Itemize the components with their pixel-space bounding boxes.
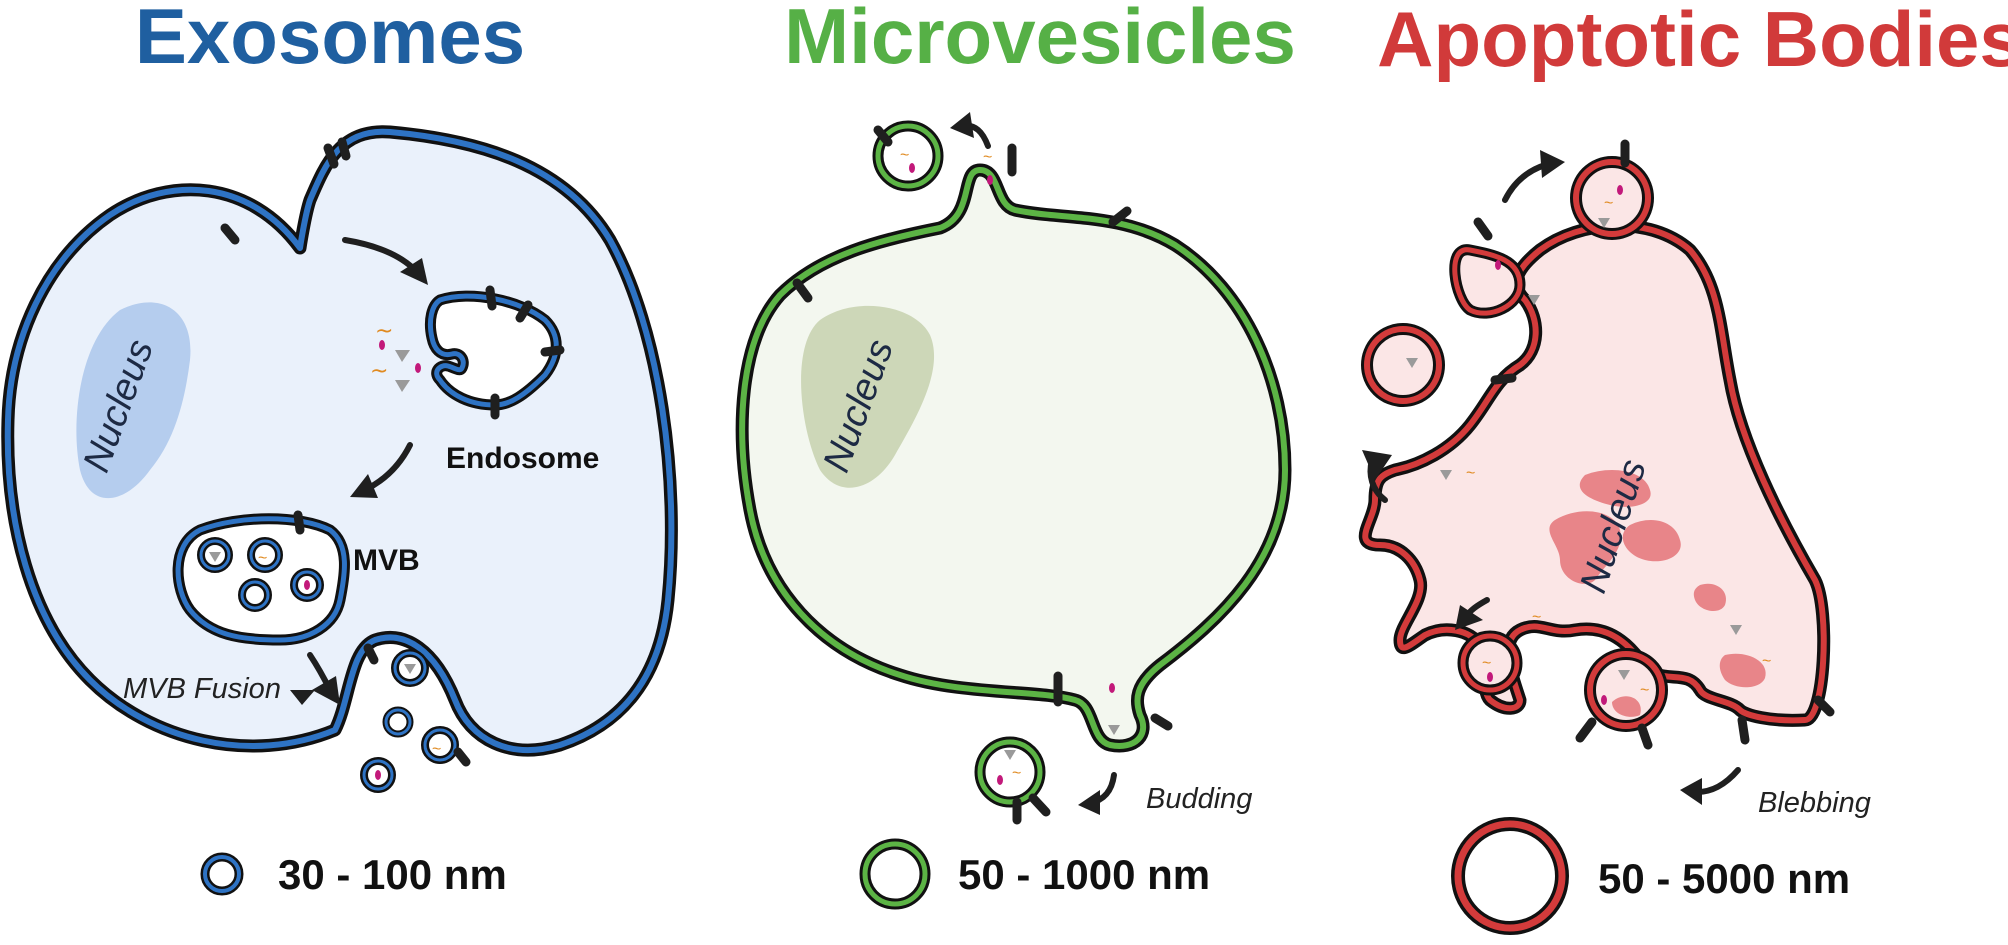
exosome-nucleus bbox=[76, 302, 191, 499]
apoptotic-panel: Nucleus ~ ~ ~ ~ ~ bbox=[1358, 139, 1871, 935]
membrane-receptor bbox=[323, 143, 339, 169]
microvesicles-panel: ~ Nucleus ~ ~ Budding bbox=[735, 112, 1292, 910]
svg-text:~: ~ bbox=[900, 147, 909, 164]
svg-text:~: ~ bbox=[1604, 195, 1613, 212]
microvesicle-nucleus bbox=[801, 305, 935, 488]
exosomes-title: Exosomes bbox=[135, 0, 525, 80]
svg-text:~: ~ bbox=[370, 359, 388, 384]
released-microvesicle: ~ bbox=[872, 120, 944, 192]
intraluminal-vesicle bbox=[197, 537, 233, 573]
exosomes-panel: Nucleus ~ ~ Endosome bbox=[1, 125, 678, 898]
membrane-receptor bbox=[220, 223, 240, 245]
apoptotic-body: ~ bbox=[1570, 156, 1654, 240]
svg-text:~: ~ bbox=[1482, 655, 1491, 672]
released-exosome bbox=[391, 649, 429, 687]
membrane-receptor bbox=[337, 137, 351, 161]
svg-text:~: ~ bbox=[432, 741, 441, 758]
svg-text:~: ~ bbox=[1532, 609, 1541, 626]
apoptotic-size-label: 50 - 5000 nm bbox=[1598, 855, 1850, 902]
svg-text:~: ~ bbox=[983, 149, 992, 166]
mvb-label: MVB bbox=[353, 544, 420, 577]
apoptotic-bodies-title: Apoptotic Bodies bbox=[1377, 0, 2008, 83]
exosome-size-label: 30 - 100 nm bbox=[278, 851, 507, 898]
svg-text:~: ~ bbox=[1012, 765, 1021, 782]
svg-text:~: ~ bbox=[375, 319, 393, 344]
microvesicle-size-label: 50 - 1000 nm bbox=[958, 851, 1210, 898]
budding-label: Budding bbox=[1146, 783, 1252, 815]
endosome-label: Endosome bbox=[446, 442, 599, 475]
mvb-fusion-label: MVB Fusion bbox=[123, 673, 281, 705]
svg-text:~: ~ bbox=[258, 550, 267, 567]
svg-text:~: ~ bbox=[1640, 682, 1649, 699]
svg-text:~: ~ bbox=[1762, 653, 1771, 670]
microvesicles-title: Microvesicles bbox=[784, 0, 1296, 80]
svg-text:~: ~ bbox=[1466, 465, 1475, 482]
apoptotic-nucleus-fragments bbox=[1549, 470, 1766, 688]
blebbing-label: Blebbing bbox=[1758, 787, 1871, 819]
